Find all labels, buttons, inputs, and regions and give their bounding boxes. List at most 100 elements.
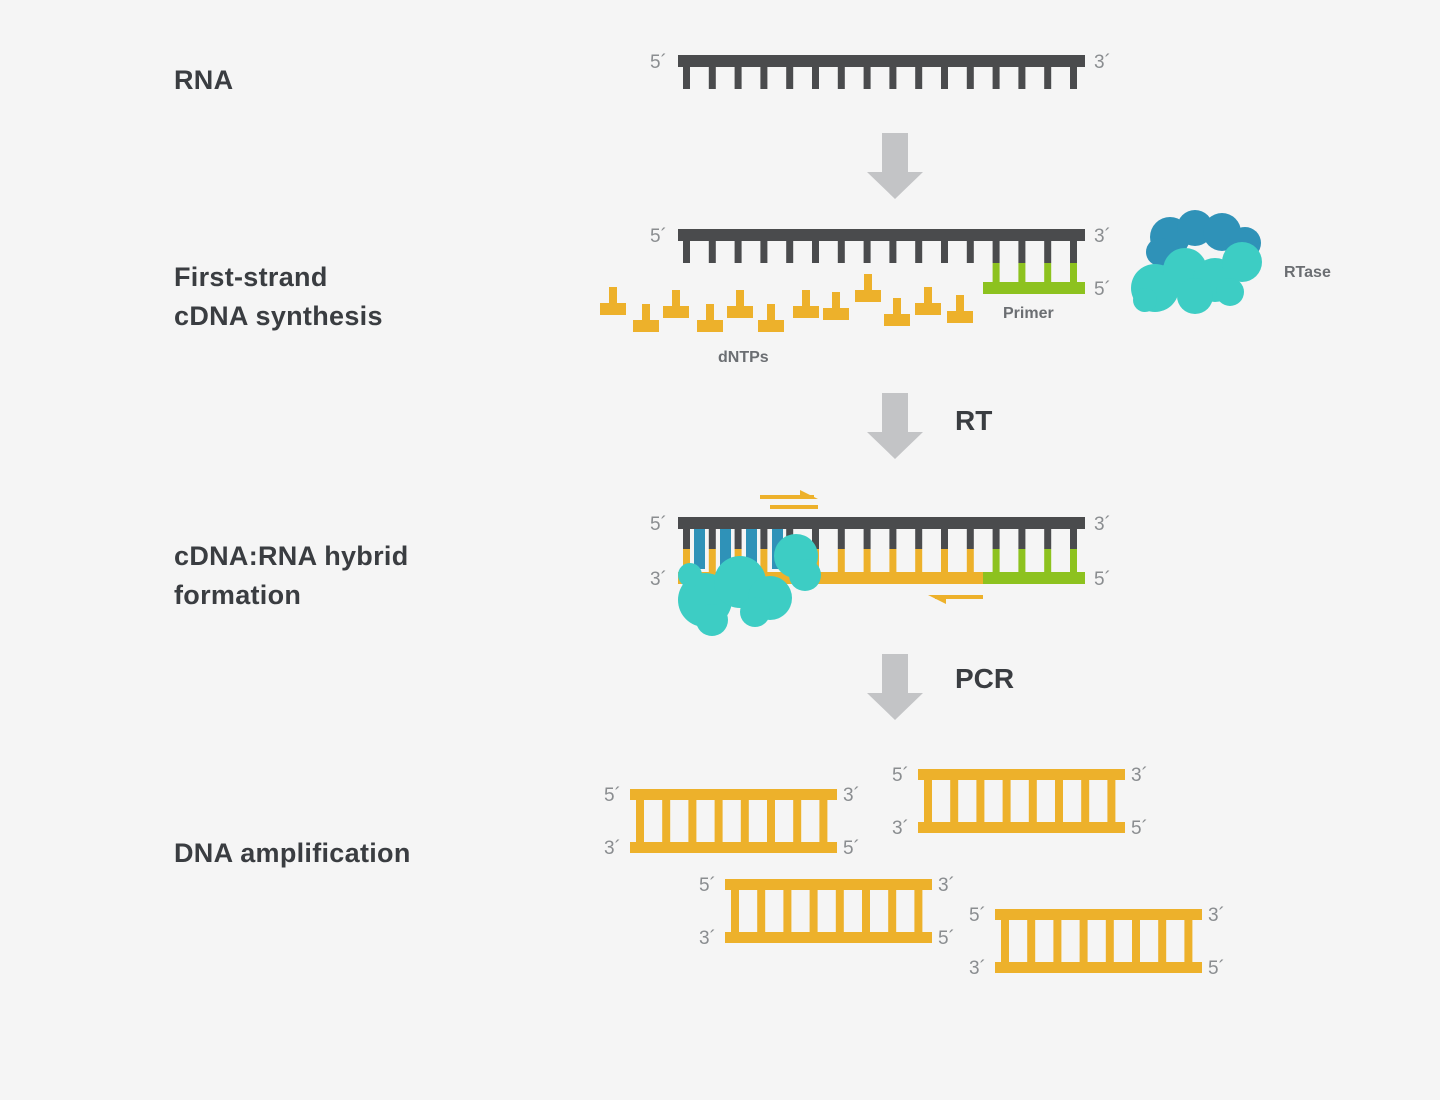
base (734, 67, 742, 89)
dntp-icon (727, 290, 753, 318)
dna-strand-bottom (918, 822, 1125, 833)
three-prime-label: 3´ (969, 958, 986, 979)
five-prime-label: 5´ (938, 928, 955, 949)
process-arrow (867, 133, 923, 199)
base (941, 529, 948, 549)
dna-strand-top (630, 789, 837, 800)
five-prime-label: 5´ (699, 875, 716, 896)
base (992, 67, 1000, 89)
dntp-icon (915, 287, 941, 315)
base (966, 549, 974, 572)
dna-strand-bottom (995, 962, 1202, 973)
base (1018, 549, 1026, 572)
base-pair (1184, 920, 1193, 962)
direction-arrow-bottom (928, 595, 983, 604)
primer-strand (983, 572, 1085, 584)
base-pair (688, 800, 697, 842)
base-pair (976, 780, 985, 822)
rtase-label: RTase (1284, 264, 1331, 281)
five-prime-label: 5´ (969, 905, 986, 926)
three-prime-label: 3´ (604, 838, 621, 859)
base (1070, 529, 1077, 549)
rna-5-prime-label: 5´ (650, 514, 667, 535)
base-pair (1002, 780, 1011, 822)
dna-strand-bottom (630, 842, 837, 853)
base-pair (767, 800, 775, 842)
base (1044, 529, 1052, 549)
base (708, 529, 716, 549)
rna-bases (683, 67, 1077, 89)
base (966, 529, 974, 549)
primer-5-prime-label: 5´ (1094, 279, 1111, 300)
base (812, 67, 819, 89)
dntp-icon (823, 292, 849, 320)
five-prime-label: 5´ (892, 765, 909, 786)
base (1018, 263, 1026, 282)
dsdna-copy: 5´3´3´5´ (892, 765, 1148, 839)
base-pair (809, 890, 818, 932)
base-pair (1132, 920, 1140, 962)
three-prime-label: 3´ (699, 928, 716, 949)
base (1070, 549, 1077, 572)
base-pair (714, 800, 723, 842)
base-pair (783, 890, 792, 932)
dsdna-copy: 5´3´3´5´ (604, 785, 860, 859)
cdna-rna-hybrid (678, 490, 1085, 636)
dntps-group (600, 274, 973, 332)
base-pair (924, 780, 932, 822)
dsdna-copy: 5´3´3´5´ (969, 905, 1225, 979)
dntp-icon (947, 295, 973, 323)
base (1070, 67, 1077, 89)
direction-arrow-top (760, 490, 818, 509)
base (1070, 241, 1077, 263)
base (760, 67, 768, 89)
base (863, 241, 871, 263)
base (812, 241, 819, 263)
base-pair (757, 890, 766, 932)
process-arrow (867, 654, 923, 720)
base (734, 241, 742, 263)
base-pair (1053, 920, 1062, 962)
primer-label: Primer (1003, 305, 1054, 322)
base (1018, 529, 1026, 549)
base (1018, 241, 1026, 263)
five-prime-label: 5´ (604, 785, 621, 806)
three-prime-label: 3´ (843, 785, 860, 806)
stage-label-hybrid: cDNA:RNA hybrid formation (174, 541, 409, 610)
base (1044, 67, 1052, 89)
base (812, 529, 819, 549)
five-prime-label: 5´ (1208, 958, 1225, 979)
dsdna-copy: 5´3´3´5´ (699, 875, 955, 949)
dntp-icon (697, 304, 723, 332)
base (708, 241, 716, 263)
base-pair (1055, 780, 1063, 822)
rna-5-prime-label: 5´ (650, 226, 667, 247)
base (992, 263, 1000, 282)
dntp-icon (663, 290, 689, 318)
base-pair (662, 800, 671, 842)
hybrid-rna-bases (683, 529, 1077, 549)
three-prime-label: 3´ (892, 818, 909, 839)
base (863, 549, 871, 572)
base-pair (1107, 780, 1116, 822)
stage-label-rna: RNA (174, 65, 234, 95)
rna-5-prime-label: 5´ (650, 52, 667, 73)
base (708, 67, 716, 89)
base (966, 67, 974, 89)
base (863, 529, 871, 549)
rna-backbone (678, 55, 1085, 67)
base-pair (740, 800, 749, 842)
base-pair (819, 800, 828, 842)
pcr-step-label: PCR (955, 663, 1014, 694)
base (863, 67, 871, 89)
rtase-enzyme (678, 534, 821, 636)
base (837, 241, 845, 263)
base-pair (914, 890, 923, 932)
rna-bases (683, 241, 1077, 263)
base (915, 241, 923, 263)
base (992, 549, 1000, 572)
dntp-icon (758, 304, 784, 332)
base (683, 529, 690, 549)
base (786, 67, 794, 89)
